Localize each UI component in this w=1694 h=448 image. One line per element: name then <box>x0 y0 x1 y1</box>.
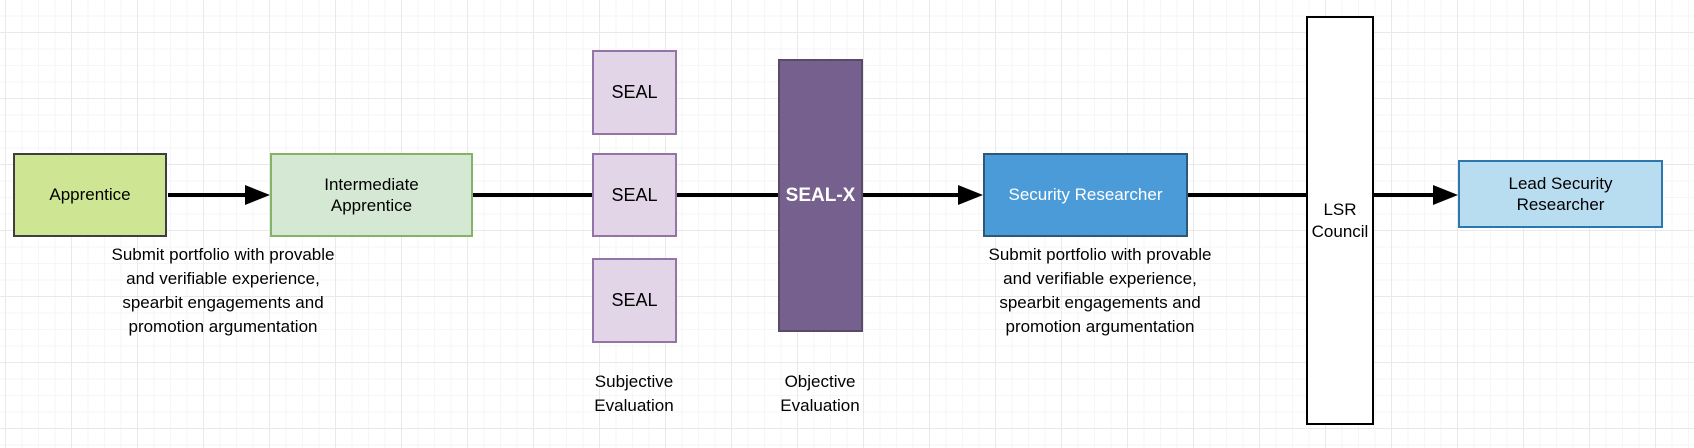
note-line: promotion argumentation <box>128 317 318 336</box>
note-line: and verifiable experience, <box>126 269 320 288</box>
node-seal-3: SEAL <box>592 258 677 343</box>
security-promotion-note: Submit portfolio with provable and verif… <box>950 243 1250 339</box>
node-seal-x-label: SEAL-X <box>785 184 856 206</box>
node-apprentice-label: Apprentice <box>49 185 131 205</box>
note-line: promotion argumentation <box>1005 317 1195 336</box>
node-intermediate-apprentice: Intermediate Apprentice <box>270 153 473 237</box>
arrowhead-to-security <box>958 185 983 205</box>
edge-seal-to-sealx <box>677 193 778 197</box>
note-line: Submit portfolio with provable <box>111 245 335 264</box>
edge-council-to-lead <box>1374 193 1435 197</box>
node-seal-x: SEAL-X <box>778 59 863 332</box>
node-seal-1-label: SEAL <box>611 82 658 103</box>
edge-security-to-council <box>1188 193 1306 197</box>
node-security-researcher: Security Researcher <box>983 153 1188 237</box>
apprentice-promotion-note: Submit portfolio with provable and verif… <box>73 243 373 339</box>
node-seal-2-label: SEAL <box>611 184 658 205</box>
node-security-researcher-label: Security Researcher <box>1008 185 1163 205</box>
node-lsr-council: LSR Council <box>1306 16 1374 425</box>
node-seal-2: SEAL <box>592 153 677 237</box>
arrowhead-to-intermediate <box>245 185 270 205</box>
node-seal-1: SEAL <box>592 50 677 135</box>
node-lsr-council-label: LSR Council <box>1311 200 1369 241</box>
node-seal-3-label: SEAL <box>611 290 658 311</box>
objective-evaluation-label: Objective Evaluation <box>780 372 860 415</box>
arrowhead-to-lead <box>1433 185 1458 205</box>
edge-intermediate-to-seal <box>473 193 593 197</box>
edge-apprentice-to-intermediate <box>168 193 248 197</box>
note-line: Submit portfolio with provable <box>988 245 1212 264</box>
edge-sealx-to-security <box>863 193 960 197</box>
node-lead-security-researcher: Lead Security Researcher <box>1458 160 1663 228</box>
note-line: spearbit engagements and <box>999 293 1201 312</box>
node-lead-security-researcher-label: Lead Security Researcher <box>1508 173 1613 214</box>
note-line: spearbit engagements and <box>122 293 324 312</box>
note-line: and verifiable experience, <box>1003 269 1197 288</box>
node-intermediate-apprentice-label: Intermediate Apprentice <box>324 174 419 215</box>
subjective-evaluation-label: Subjective Evaluation <box>594 372 674 415</box>
node-apprentice: Apprentice <box>13 153 167 237</box>
